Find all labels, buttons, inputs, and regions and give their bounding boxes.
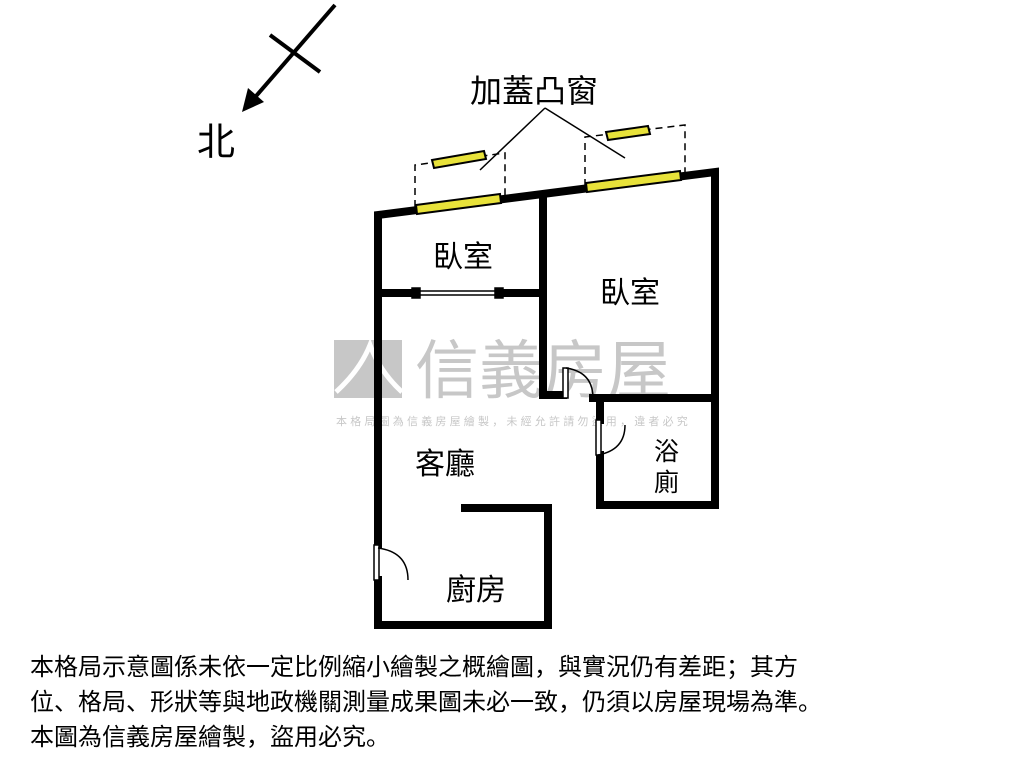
door [373, 367, 626, 581]
room-label-bedroom-2: 臥室 [600, 276, 660, 311]
compass: 北 [197, 3, 337, 164]
room-label-bedroom-1: 臥室 [433, 240, 493, 275]
room-label-living-room: 客廳 [415, 447, 475, 482]
bay-window-glass [430, 124, 652, 170]
room-label-bathroom-1: 浴 [654, 437, 679, 466]
watermark-notice: 本格局圖為信義房屋繪製，未經允許請勿盜用，違者必究 [336, 414, 691, 428]
bay-window-label: 加蓋凸窗 [470, 72, 598, 110]
walls [374, 167, 719, 629]
disclaimer-line: 位、格局、形狀等與地政機關測量成果圖未必一致，仍須以房屋現場為準。 [30, 688, 822, 716]
disclaimer-line: 本格局示意圖係未依一定比例縮小繪製之概繪圖，與實況仍有差距；其方 [30, 653, 798, 681]
window [414, 169, 683, 216]
room-label-bathroom-2: 廁 [654, 468, 679, 497]
room-label-kitchen: 廚房 [446, 573, 506, 608]
north-label: 北 [197, 120, 235, 164]
watermark: 信義房屋 本格局圖為信義房屋繪製，未經允許請勿盜用，違者必究 [334, 335, 691, 428]
disclaimer: 本格局示意圖係未依一定比例縮小繪製之概繪圖，與實況仍有差距；其方 位、格局、形狀… [30, 650, 1000, 755]
sliding-door [411, 287, 504, 299]
disclaimer-line: 本圖為信義房屋繪製，盜用必究。 [30, 723, 390, 751]
north-arrow-icon [242, 88, 264, 112]
